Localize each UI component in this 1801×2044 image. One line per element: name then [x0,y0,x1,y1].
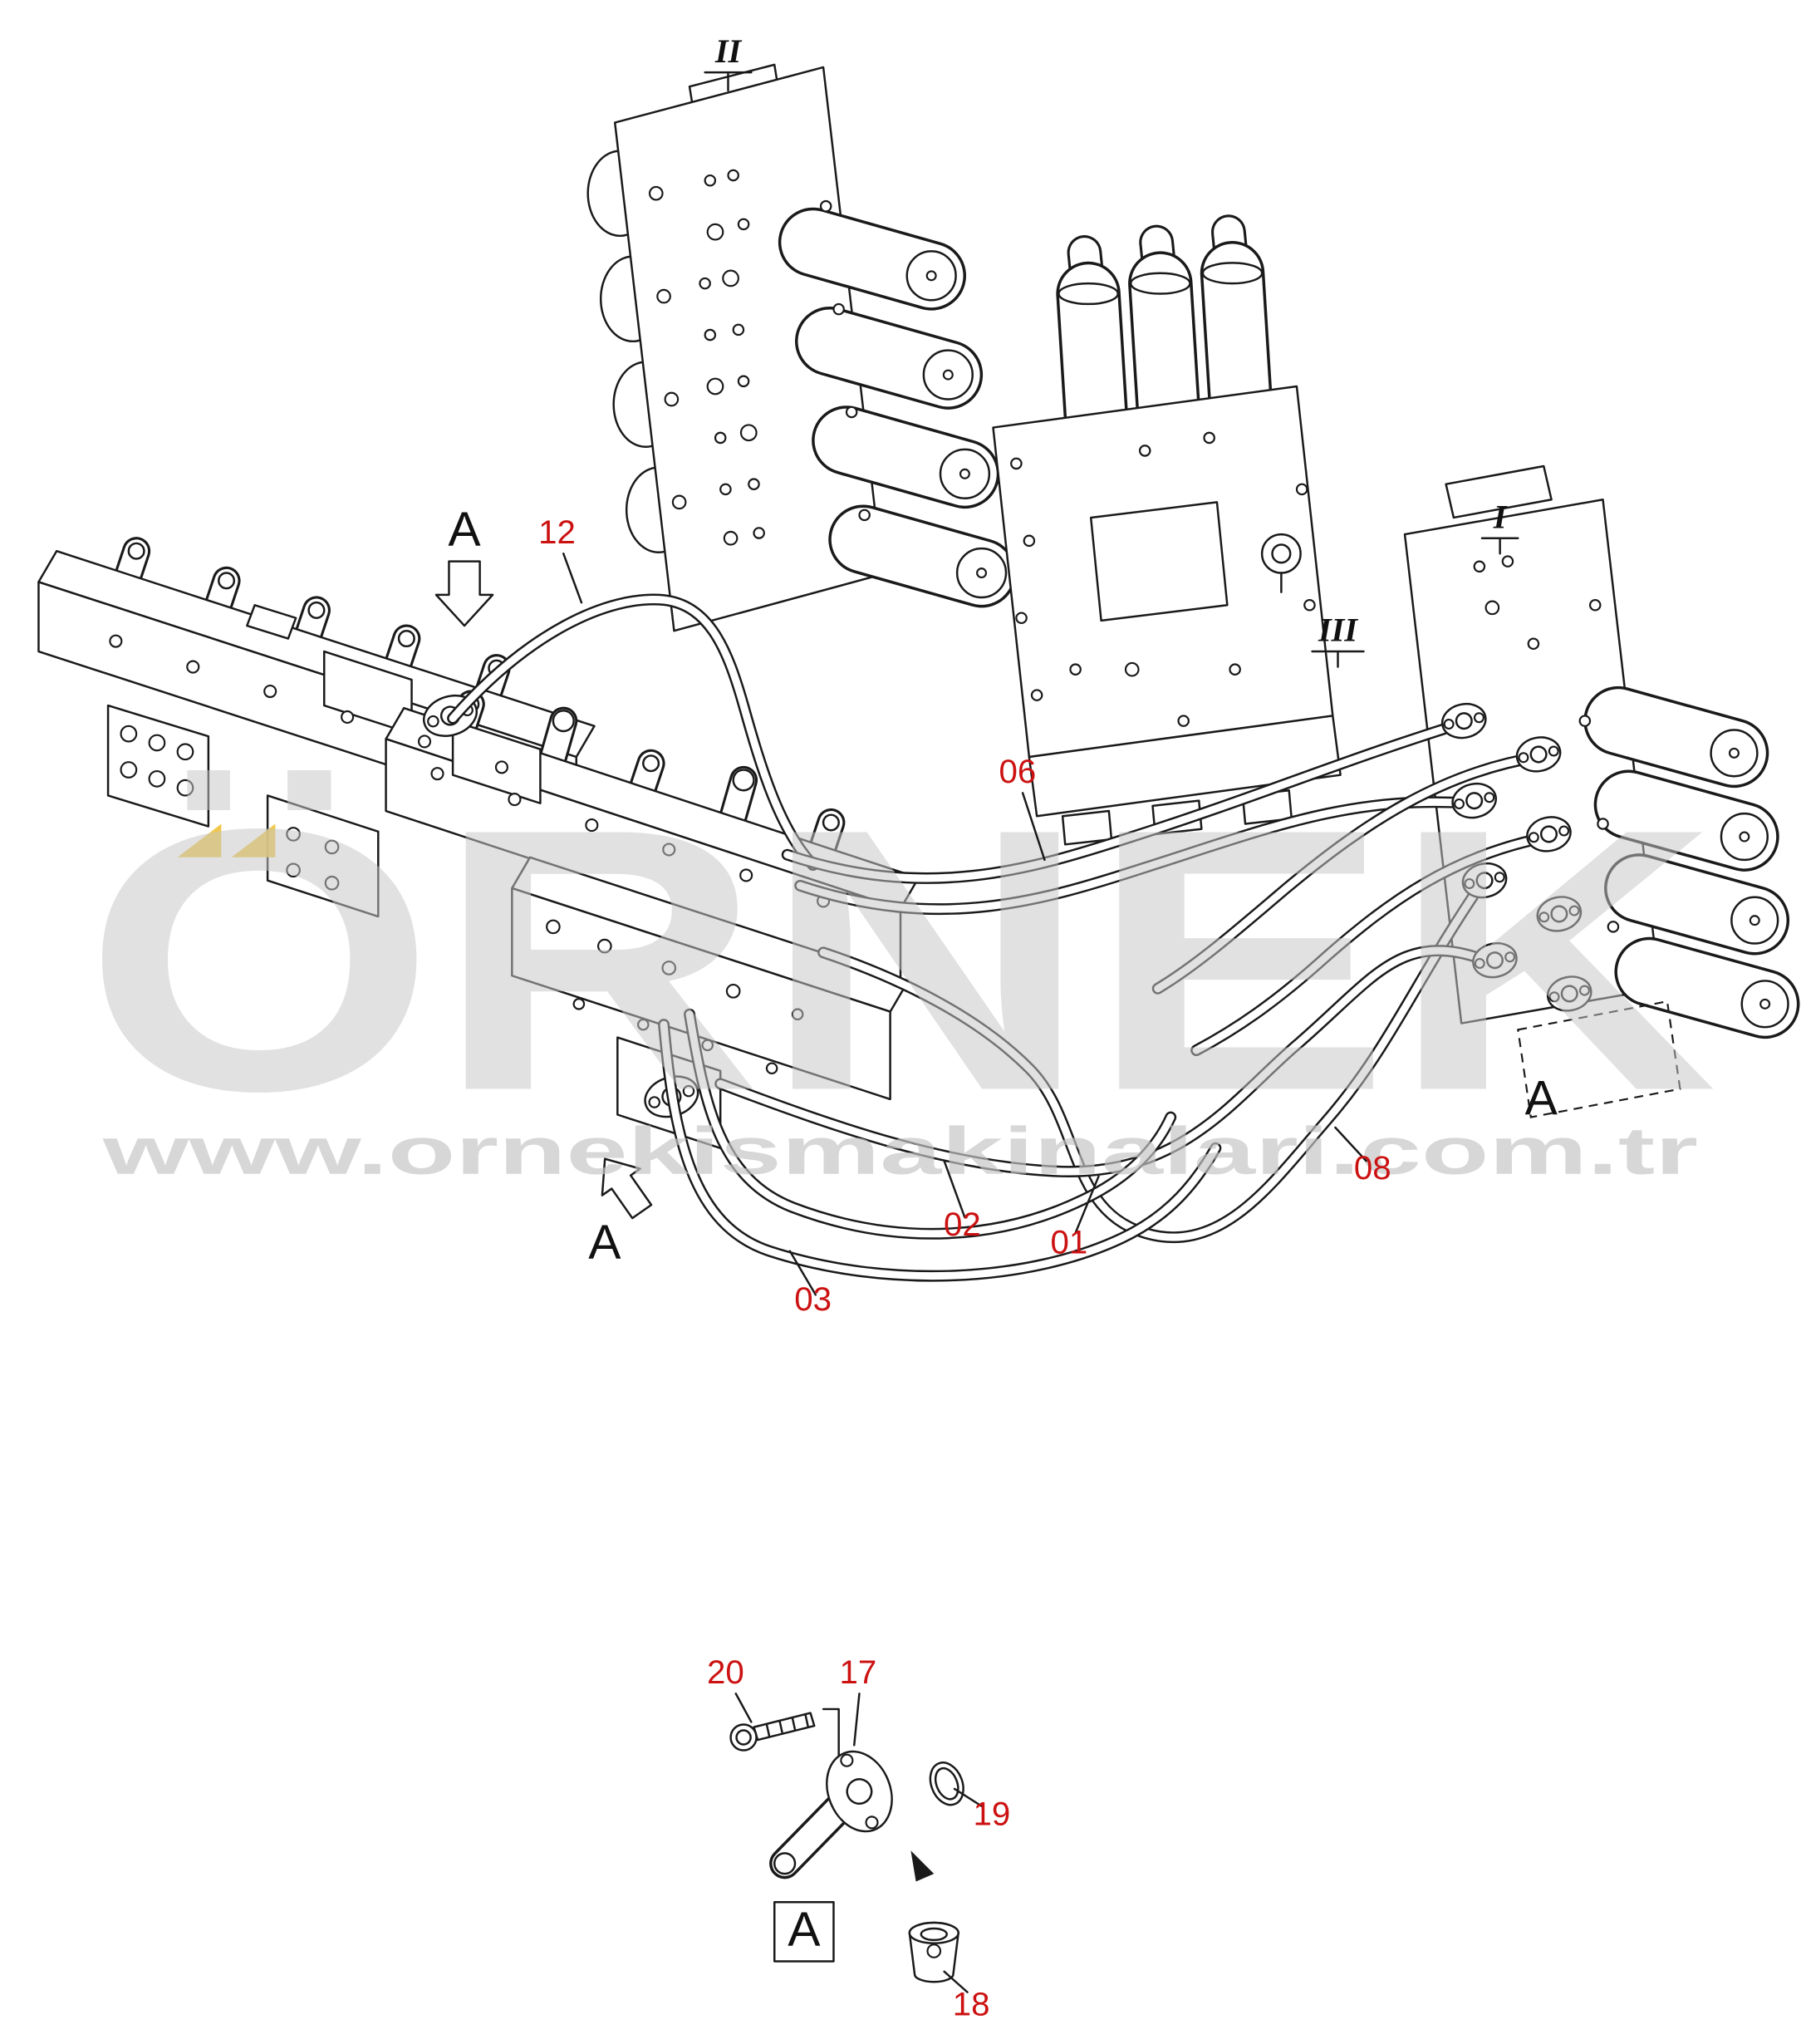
pipe-12 [447,593,819,872]
section-A-bottom-arrow-icon [601,1157,653,1220]
numeral-III: III [1311,612,1365,668]
pipe-stub [769,1788,858,1879]
numeral-II: II [704,32,753,92]
section-A-top-arrow-icon [434,560,494,627]
pipe-08 [714,945,1499,1177]
watermark-brand: ÖRNEK [84,752,1718,1169]
callout-labels: 12 06 08 01 02 03 20 17 19 18 [538,513,1391,2023]
block-III-holes [1010,431,1316,727]
numeral-I-label: I [1493,498,1508,535]
block-I-holes [1473,555,1620,933]
numeral-III-label: III [1318,612,1358,649]
detail-label-A: A [788,1903,821,1957]
port-plug [908,1921,959,1983]
pipe-flange [826,1750,893,1833]
watermark: ÖRNEK www.ornekismakinalari.com.tr [84,752,1718,1189]
pipe-02 [684,1008,1177,1240]
watermark-url: www.ornekismakinalari.com.tr [101,1114,1698,1189]
socket-bolt [729,1712,816,1752]
callout-12: 12 [538,513,576,551]
valve-block-III: III [992,214,1365,846]
pipe-return-b [1190,831,1555,1057]
callout-20: 20 [707,1653,744,1691]
pipe-return-a [1151,751,1545,995]
block-II-holes [648,169,871,546]
pipe-01 [817,877,1488,1244]
detail-arrow-icon [910,1850,935,1882]
numeral-I: I [1480,498,1519,555]
pipe-06-a [781,717,1468,884]
block-I-port-flanges [1440,702,1592,1012]
callout-03: 03 [794,1280,832,1318]
hydraulic-pipes [447,593,1555,1282]
section-A-bottom-label: A [588,1216,621,1270]
callout-17: 17 [840,1653,877,1691]
callout-06: 06 [999,753,1037,790]
watermark-triangle-icon [177,823,222,857]
callout-19: 19 [974,1795,1011,1832]
section-A-top-label: A [448,503,481,557]
detail-view-A: A [729,1707,964,1983]
callout-02: 02 [944,1206,981,1243]
manifold-holes [109,634,831,1075]
block-III-eye-bolt [1260,533,1302,594]
block-I-cylinders [1583,685,1800,1039]
block-III-cylinders [1056,214,1273,450]
section-markers: A A A [434,503,1558,1270]
callout-01: 01 [1050,1224,1087,1261]
valve-block-II: II [586,32,1017,632]
detail-label-box: A [773,1900,835,1963]
section-A-right-label: A [1525,1071,1558,1125]
o-ring [929,1761,964,1806]
pipe-06-b [794,796,1478,916]
callout-18: 18 [953,1985,990,2022]
block-II-cylinders [778,207,1017,608]
pipe-03 [658,1019,1222,1282]
callout-08: 08 [1354,1149,1391,1187]
numeral-II-label: II [714,32,743,70]
callout-leaders [562,553,1367,1993]
